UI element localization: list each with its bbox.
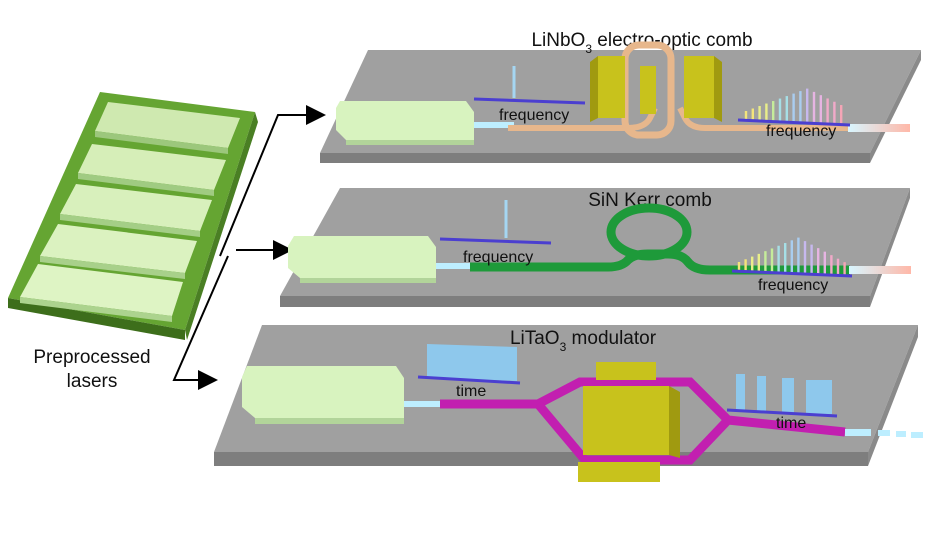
laser-chip-input (242, 366, 404, 424)
panel-sin-kerr-comb: SiN Kerr comb frequency frequency (280, 188, 911, 307)
laser-chip-5 (20, 264, 183, 322)
mzi-waveguides (440, 377, 846, 465)
input-waveform: time (417, 344, 521, 400)
axis-label-frequency-in: frequency (499, 107, 569, 124)
input-spectrum: frequency (473, 66, 586, 124)
output-fiber (849, 266, 911, 274)
output-spectrum: frequency (731, 237, 853, 294)
arrow-to-comb-panel (219, 105, 326, 257)
axis-label-time-in: time (456, 383, 486, 400)
source-label-line1: Preprocessed (33, 347, 150, 368)
slab-front (320, 153, 870, 163)
panel-title-litao3: LiTaO3 modulator (510, 328, 657, 354)
distribution-arrows (172, 105, 326, 390)
output-spectrum: frequency (737, 88, 851, 140)
output-waveform: time (726, 374, 838, 432)
panel-title-sin: SiN Kerr comb (588, 190, 712, 211)
output-fiber (848, 124, 910, 132)
electrodes (578, 362, 680, 482)
axis-label-frequency-in: frequency (463, 249, 533, 266)
input-spectrum: frequency (439, 200, 552, 266)
laser-chip-2 (78, 144, 226, 196)
output-fiber-pulsed (845, 429, 923, 438)
input-fiber (436, 263, 472, 269)
ring-resonator (606, 203, 692, 261)
laser-chip-input (336, 101, 474, 145)
electrodes (590, 56, 722, 122)
slab-front (214, 452, 868, 466)
laser-chip-3 (60, 184, 212, 237)
laser-bar (8, 92, 258, 340)
axis-label-frequency-out: frequency (766, 123, 836, 140)
axis-label-frequency-out: frequency (758, 277, 828, 294)
laser-chip-1 (95, 102, 240, 154)
source-label-line2: lasers (67, 371, 118, 392)
input-fiber (474, 122, 514, 128)
axis-label-time-out: time (776, 415, 806, 432)
laser-chip-4 (40, 224, 197, 279)
panel-linbo3-comb: LiNbO3 electro-optic comb frequency freq… (320, 30, 921, 163)
panel-litao3-modulator: LiTaO3 modulator time (214, 325, 923, 482)
arrow-to-modulator-panel (172, 255, 229, 390)
laser-chip-input (288, 236, 436, 283)
slab-front (280, 296, 870, 307)
input-fiber (404, 401, 444, 407)
